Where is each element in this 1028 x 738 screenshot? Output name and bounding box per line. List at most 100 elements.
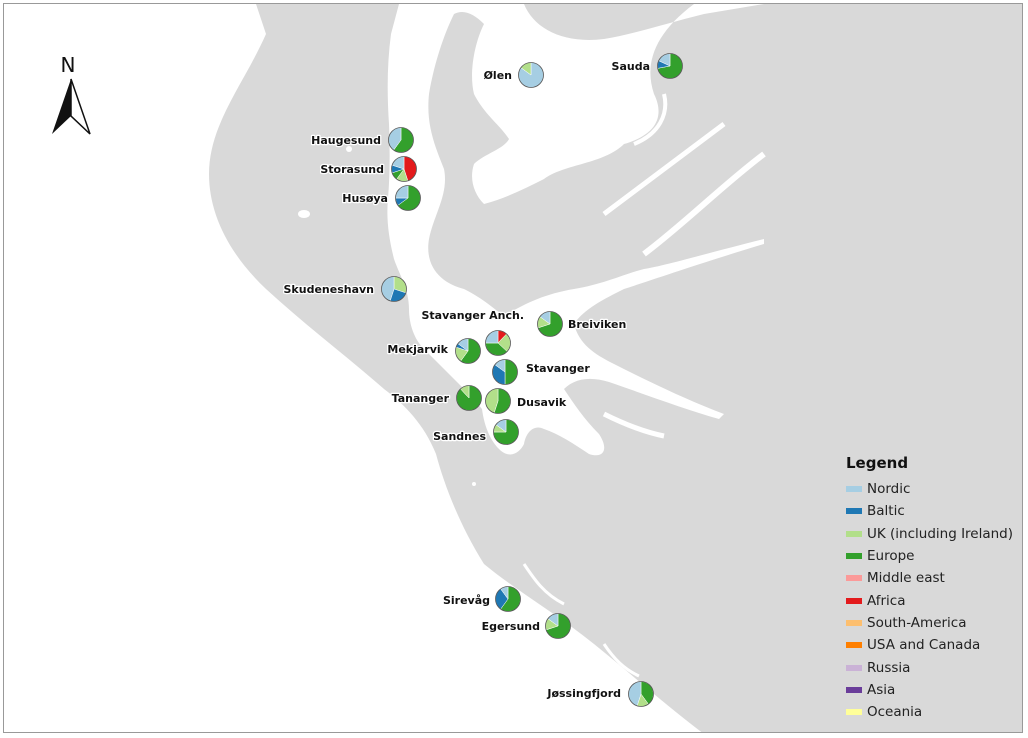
location-label: Skudeneshavn — [284, 283, 375, 296]
pie-outline — [485, 330, 511, 356]
pie-outline — [456, 385, 482, 411]
pie-chart — [485, 330, 511, 356]
fjord-arm — [633, 93, 668, 146]
location-label: Sauda — [612, 60, 650, 73]
pie-chart — [456, 385, 482, 411]
pie-outline — [657, 53, 683, 79]
pie-layer — [381, 53, 683, 707]
pie-chart — [388, 127, 414, 153]
island — [346, 146, 352, 152]
fjord-system — [387, 4, 764, 456]
legend-swatch — [846, 619, 862, 626]
location-label: Haugesund — [311, 134, 381, 147]
map-canvas: N Ølen SaudaHaugesundStorasundHusøyaSkude… — [52, 4, 1022, 732]
legend-title: Legend — [846, 454, 909, 472]
north-arrow: N — [52, 53, 91, 135]
legend-swatch — [846, 686, 862, 693]
legend-item: Nordic — [842, 478, 1022, 500]
legend-swatch — [846, 664, 862, 671]
location-label: Sandnes — [433, 430, 486, 443]
pie-chart — [495, 586, 521, 612]
legend-item: South-America — [842, 612, 1022, 634]
legend-swatch — [846, 553, 862, 560]
legend-swatch — [846, 486, 862, 493]
legend-swatch — [846, 597, 862, 604]
pie-outline — [395, 185, 421, 211]
location-label: Breiviken — [568, 318, 626, 331]
north-arrow-icon-right — [70, 78, 91, 135]
pie-outline — [485, 388, 511, 414]
legend-item: Asia — [842, 679, 1022, 701]
island — [397, 242, 401, 246]
location-label: Mekjarvik — [387, 343, 448, 356]
fjord-arm — [602, 411, 665, 439]
fjord-arm — [642, 151, 766, 257]
legend-swatch — [846, 642, 862, 649]
pie-outline — [537, 311, 563, 337]
legend-item: Oceania — [842, 701, 1022, 723]
north-arrow-icon — [52, 79, 71, 134]
pie-chart — [657, 53, 683, 79]
legend-label: Europe — [867, 548, 915, 565]
pie-outline — [388, 127, 414, 153]
legend-item: Baltic — [842, 500, 1022, 522]
pie-chart — [537, 311, 563, 337]
location-label: Dusavik — [517, 396, 567, 409]
pie-chart — [628, 681, 654, 707]
legend-label: USA and Canada — [867, 637, 981, 654]
pie-outline — [628, 681, 654, 707]
legend-item: Europe — [842, 545, 1022, 567]
label-layer: Ølen SaudaHaugesundStorasundHusøyaSkudene… — [282, 59, 651, 702]
legend-item: Middle east — [842, 567, 1022, 589]
pie-chart — [485, 388, 511, 414]
pie-outline — [493, 419, 519, 445]
pie-chart — [455, 338, 481, 364]
island — [472, 482, 476, 486]
legend-swatch — [846, 530, 862, 537]
pie-chart — [381, 276, 407, 302]
fjord-arm — [602, 122, 726, 217]
legend-label: Baltic — [867, 503, 905, 520]
pie-outline — [455, 338, 481, 364]
fjord-arm — [602, 643, 640, 678]
island — [298, 210, 310, 218]
location-label: Storasund — [320, 163, 384, 176]
location-label: Stavanger Anch. — [422, 309, 525, 322]
legend-swatch — [846, 508, 862, 515]
pie-outline — [492, 359, 518, 385]
legend-label: Russia — [867, 659, 911, 676]
location-label: Sirevåg — [443, 594, 490, 607]
pie-outline — [381, 276, 407, 302]
legend-label: South-America — [867, 614, 967, 631]
legend-swatch — [846, 709, 862, 716]
location-label: Jøssingfjord — [546, 687, 621, 700]
legend-label: Asia — [867, 681, 896, 698]
pie-outline — [545, 613, 571, 639]
pie-outline — [518, 62, 544, 88]
legend-label: Africa — [867, 592, 906, 609]
location-label: Egersund — [482, 620, 540, 633]
legend-item: Russia — [842, 656, 1022, 678]
pie-chart — [518, 62, 544, 88]
pie-chart — [545, 613, 571, 639]
legend-item: UK (including Ireland) — [842, 523, 1022, 545]
pie-outline — [391, 156, 417, 182]
pie-chart — [492, 359, 518, 385]
pie-outline — [495, 586, 521, 612]
legend-item: Africa — [842, 589, 1022, 611]
north-arrow-label: N — [61, 53, 76, 77]
location-label: Husøya — [342, 192, 388, 205]
location-label: Ølen — [484, 69, 512, 82]
pie-chart — [395, 185, 421, 211]
legend-item: USA and Canada — [842, 634, 1022, 656]
legend-label: Middle east — [867, 570, 945, 587]
pie-chart — [493, 419, 519, 445]
location-label: Stavanger — [526, 362, 590, 375]
legend-label: UK (including Ireland) — [867, 525, 1014, 542]
legend-label: Oceania — [867, 704, 923, 721]
legend-swatch — [846, 575, 862, 582]
fjord-arm — [522, 563, 565, 606]
